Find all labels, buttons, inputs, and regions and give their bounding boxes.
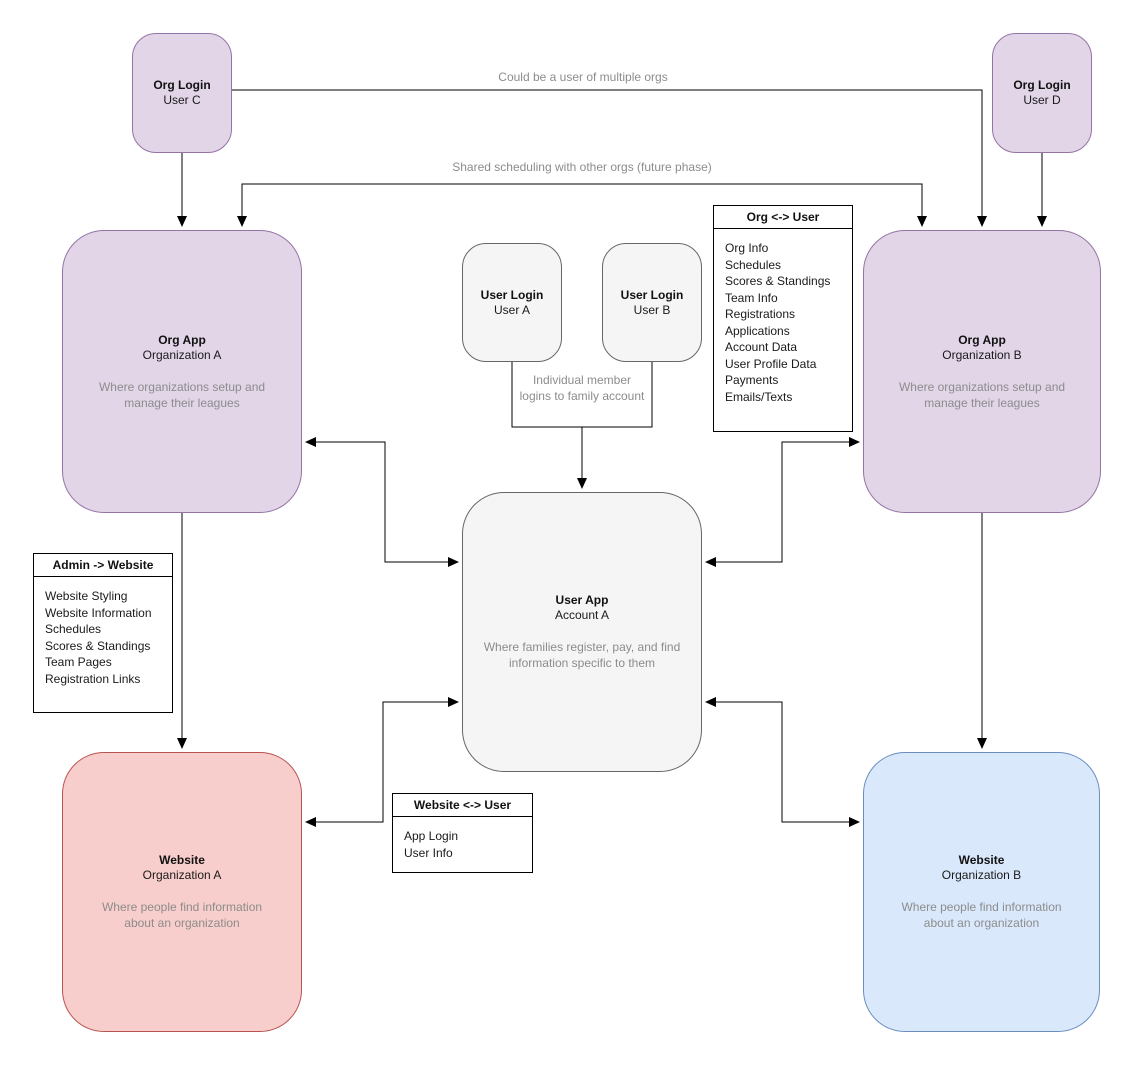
- list-item: Registrations: [725, 307, 796, 321]
- node-user-login-b: User Login User B: [602, 243, 702, 362]
- node-subtitle: Organization A: [142, 347, 222, 362]
- list-item: Schedules: [45, 622, 102, 636]
- node-title: Website: [159, 853, 205, 867]
- node-subtitle: Organization B: [942, 347, 1022, 362]
- node-title: Org Login: [153, 78, 211, 92]
- list-item: Payments: [725, 373, 779, 387]
- list-item: User Profile Data: [725, 356, 817, 371]
- list-item: Website Information: [45, 605, 152, 620]
- list-item: Team Info: [725, 290, 778, 305]
- node-subtitle: User D: [1023, 93, 1061, 107]
- list-item: Account Data: [725, 340, 798, 354]
- node-description: Where organizations setup and manage the…: [98, 379, 266, 410]
- label-multi-org: Could be a user of multiple orgs: [498, 70, 668, 84]
- node-title: Org App: [958, 332, 1006, 347]
- node-title: User Login: [480, 287, 544, 302]
- list-item: Schedules: [725, 257, 782, 272]
- node-title: User App: [555, 593, 609, 607]
- node-title: Org App: [158, 332, 206, 347]
- node-org-app-a: Org App Organization A Where organizatio…: [62, 230, 302, 513]
- list-item: Org Info: [725, 241, 769, 255]
- node-subtitle: User B: [633, 302, 671, 317]
- node-description: Where organizations setup and manage the…: [898, 379, 1066, 410]
- list-title: Org <-> User: [714, 206, 852, 229]
- list-item: Registration Links: [45, 671, 141, 686]
- list-item: Scores & Standings: [725, 274, 831, 288]
- node-subtitle: Organization B: [941, 868, 1022, 882]
- label-individual-member: Individual member logins to family accou…: [519, 373, 645, 403]
- list-item: Website Styling: [45, 589, 128, 603]
- label-shared-scheduling: Shared scheduling with other orgs (futur…: [452, 160, 712, 174]
- node-user-app: User App Account A Where families regist…: [462, 492, 702, 772]
- node-title: User Login: [620, 287, 684, 302]
- node-website-b: Website Organization B Where people find…: [863, 752, 1100, 1032]
- node-subtitle: Account A: [554, 608, 610, 622]
- node-user-login-a: User Login User A: [462, 243, 562, 362]
- list-item: Team Pages: [45, 655, 112, 669]
- list-item: Applications: [725, 323, 790, 338]
- node-subtitle: User C: [163, 93, 201, 107]
- list-item: User Info: [404, 845, 453, 860]
- node-title: Org Login: [1013, 78, 1071, 92]
- list-item: Emails/Texts: [725, 389, 793, 404]
- node-description: Where people find information about an o…: [901, 900, 1062, 930]
- node-description: Where families register, pay, and find i…: [483, 640, 681, 670]
- list-item: App Login: [404, 829, 459, 843]
- node-subtitle: Organization A: [142, 868, 222, 882]
- node-subtitle: User A: [493, 302, 530, 317]
- node-title: Website: [958, 853, 1005, 867]
- node-org-login-d: Org Login User D: [992, 33, 1092, 153]
- node-org-login-c: Org Login User C: [132, 33, 232, 153]
- list-title: Admin -> Website: [34, 554, 172, 577]
- node-website-a: Website Organization A Where people find…: [62, 752, 302, 1032]
- list-item: Scores & Standings: [45, 638, 151, 653]
- node-description: Where people find information about an o…: [101, 900, 263, 930]
- list-title: Website <-> User: [393, 794, 532, 817]
- node-org-app-b: Org App Organization B Where organizatio…: [863, 230, 1101, 513]
